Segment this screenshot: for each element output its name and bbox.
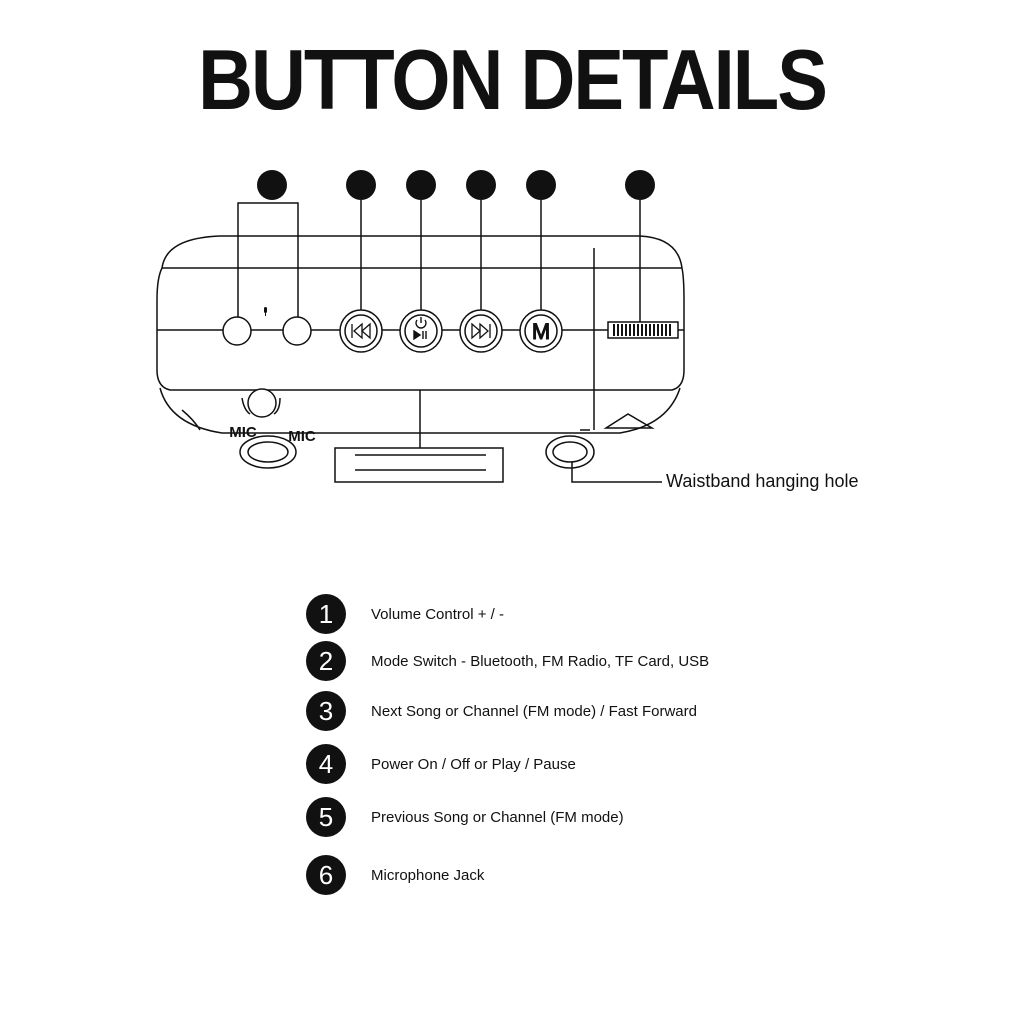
callout-5-number: 5 — [354, 173, 367, 200]
legend-label: Volume Control + / - — [371, 605, 504, 623]
callout-4-number: 4 — [414, 173, 427, 200]
previous-track-icon — [351, 322, 371, 340]
waistband-hole-right — [545, 435, 595, 469]
microphone-icon — [264, 307, 267, 316]
callout-3-number: 3 — [474, 173, 487, 200]
callout-1-badge — [625, 170, 655, 200]
next-track-icon — [471, 322, 491, 340]
legend-label: Power On / Off or Play / Pause — [371, 755, 576, 773]
callout-5-badge — [346, 170, 376, 200]
callout-1-number: 1 — [633, 173, 646, 200]
legend-label: Microphone Jack — [371, 866, 485, 884]
legend-badge: 3 — [306, 691, 346, 731]
clip-stand — [334, 447, 504, 483]
legend-badge: 1 — [306, 594, 346, 634]
waistband-hole-left — [239, 435, 297, 469]
legend-item-5: 5 Previous Song or Channel (FM mode) — [306, 797, 866, 837]
callout-2-badge — [526, 170, 556, 200]
waistband-label: Waistband hanging hole — [666, 471, 858, 491]
waistband-leader — [571, 462, 662, 483]
callout-6-bracket — [237, 202, 299, 320]
device-lower-front — [159, 387, 681, 434]
mode-m-icon: M — [532, 319, 550, 344]
legend-item-2: 2 Mode Switch - Bluetooth, FM Radio, TF … — [306, 641, 866, 681]
mic-label-left: MIC — [229, 424, 257, 441]
legend-label: Mode Switch - Bluetooth, FM Radio, TF Ca… — [371, 652, 710, 670]
device-body — [156, 267, 685, 391]
legend-item-6: 6 Microphone Jack — [306, 855, 866, 895]
legend-label: Next Song or Channel (FM mode) / Fast Fo… — [371, 702, 697, 720]
legend-badge: 2 — [306, 641, 346, 681]
legend-item-4: 4 Power On / Off or Play / Pause — [306, 744, 866, 784]
legend-badge: 4 — [306, 744, 346, 784]
legend-label: Previous Song or Channel (FM mode) — [371, 808, 624, 826]
callout-2-number: 2 — [534, 173, 547, 200]
legend-badge: 6 — [306, 855, 346, 895]
callout-4-badge — [406, 170, 436, 200]
mic-jack-right — [282, 316, 312, 346]
power-play-pause-icon — [413, 317, 427, 341]
mic-jack-bottom — [247, 388, 277, 418]
legend-item-1: 1 Volume Control + / - — [306, 594, 866, 634]
mic-label-right: MIC — [288, 428, 316, 445]
callout-6-badge — [257, 170, 287, 200]
callout-3-badge — [466, 170, 496, 200]
legend-badge: 5 — [306, 797, 346, 837]
device-diagram: 6 5 4 3 2 1 — [156, 170, 858, 491]
device-top-cap — [161, 235, 683, 269]
callout-6-number: 6 — [265, 173, 278, 200]
mic-jack-left — [222, 316, 252, 346]
legend-item-3: 3 Next Song or Channel (FM mode) / Fast … — [306, 691, 866, 731]
volume-wheel — [607, 321, 679, 339]
page-title: BUTTON DETAILS — [198, 32, 828, 128]
